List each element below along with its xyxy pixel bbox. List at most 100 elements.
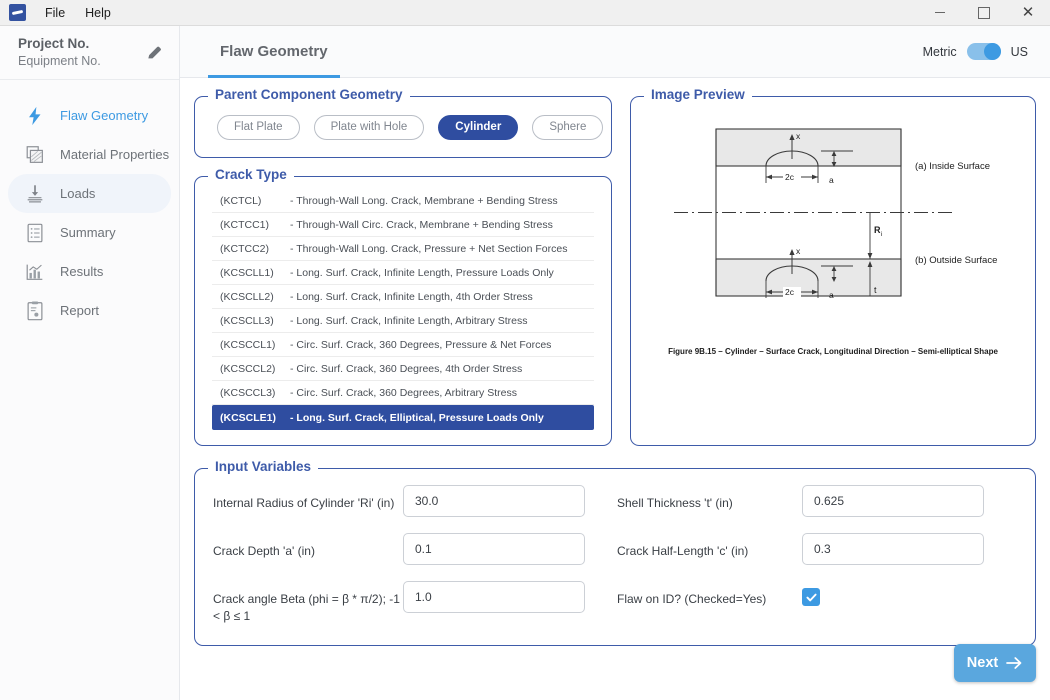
sidebar-item-label: Loads (60, 186, 95, 201)
sidebar-nav: Flaw Geometry Material Properties Loads (0, 80, 179, 330)
sidebar-item-label: Results (60, 264, 103, 279)
figure-caption: Figure 9B.15 – Cylinder – Surface Crack,… (668, 347, 998, 356)
crack-type-list[interactable]: (KCTCL) - Through-Wall Long. Crack, Memb… (195, 177, 611, 430)
sidebar-item-label: Summary (60, 225, 116, 240)
label-ri: R (874, 225, 881, 235)
checkbox-flaw-on-id[interactable] (802, 588, 820, 606)
crack-type-row-selected[interactable]: (KCSCLE1) - Long. Surf. Crack, Elliptica… (212, 405, 594, 430)
sidebar-item-report[interactable]: Report (8, 291, 171, 330)
crack-type-row[interactable]: (KCSCCL3) - Circ. Surf. Crack, 360 Degre… (212, 381, 594, 405)
sidebar-item-summary[interactable]: Summary (8, 213, 171, 252)
grid-spacer (593, 581, 617, 629)
sidebar-item-material-properties[interactable]: Material Properties (8, 135, 171, 174)
crack-code: (KCTCL) (220, 195, 290, 207)
crack-desc: - Circ. Surf. Crack, 360 Degrees, Pressu… (290, 339, 551, 351)
crack-desc: - Long. Surf. Crack, Infinite Length, Ar… (290, 315, 528, 327)
crack-code: (KCSCLL3) (220, 315, 290, 327)
input-variables-legend: Input Variables (208, 459, 318, 474)
crack-type-row[interactable]: (KCSCLL1) - Long. Surf. Crack, Infinite … (212, 261, 594, 285)
input-crack-half-length[interactable]: 0.3 (802, 533, 984, 565)
geometry-option-sphere[interactable]: Sphere (532, 115, 603, 140)
geometry-option-plate-with-hole[interactable]: Plate with Hole (314, 115, 425, 140)
crack-code: (KCSCLE1) (220, 412, 290, 424)
title-bar: File Help ✕ (0, 0, 1050, 26)
crack-type-row[interactable]: (KCTCL) - Through-Wall Long. Crack, Memb… (212, 189, 594, 213)
geometry-option-group: Flat Plate Plate with Hole Cylinder Sphe… (195, 97, 611, 157)
input-crack-depth[interactable]: 0.1 (403, 533, 585, 565)
report-clipboard-icon (24, 300, 46, 322)
lightning-bolt-icon (24, 105, 46, 127)
load-arrow-icon (24, 183, 46, 205)
sidebar-item-label: Material Properties (60, 147, 169, 162)
bar-chart-icon (24, 261, 46, 283)
project-title: Project No. (18, 36, 145, 53)
sidebar-item-loads[interactable]: Loads (8, 174, 171, 213)
crack-desc: - Circ. Surf. Crack, 360 Degrees, Arbitr… (290, 387, 517, 399)
unit-toggle-switch[interactable] (967, 43, 1001, 60)
unit-label-us: US (1011, 45, 1028, 59)
unit-system-toggle[interactable]: Metric US (923, 43, 1028, 60)
label-outside-surface: (b) Outside Surface (915, 255, 997, 266)
next-button-label: Next (967, 655, 998, 671)
crack-code: (KCTCC2) (220, 243, 290, 255)
crack-code: (KCSCCL1) (220, 339, 290, 351)
crack-type-row[interactable]: (KCTCC1) - Through-Wall Circ. Crack, Mem… (212, 213, 594, 237)
geometry-option-cylinder[interactable]: Cylinder (438, 115, 518, 140)
project-header: Project No. Equipment No. (0, 26, 179, 80)
label-a-top: a (829, 175, 834, 185)
material-sheets-icon (24, 144, 46, 166)
sidebar-item-label: Report (60, 303, 99, 318)
label-internal-radius: Internal Radius of Cylinder 'Ri' (in) (213, 485, 403, 533)
label-crack-depth: Crack Depth 'a' (in) (213, 533, 403, 581)
crack-type-legend: Crack Type (208, 167, 294, 182)
crack-desc: - Through-Wall Long. Crack, Pressure + N… (290, 243, 568, 255)
crack-code: (KCSCLL2) (220, 291, 290, 303)
close-icon[interactable]: ✕ (1006, 0, 1050, 26)
pencil-icon[interactable] (145, 43, 165, 63)
toggle-knob (984, 43, 1001, 60)
menu-file[interactable]: File (42, 4, 68, 22)
label-a-bottom: a (829, 290, 834, 300)
crack-type-row[interactable]: (KCSCLL3) - Long. Surf. Crack, Infinite … (212, 309, 594, 333)
sidebar-item-flaw-geometry[interactable]: Flaw Geometry (8, 96, 171, 135)
input-variables-panel: Input Variables Internal Radius of Cylin… (194, 468, 1036, 646)
label-2c-top: 2c (785, 172, 795, 182)
menu-help[interactable]: Help (82, 4, 114, 22)
input-shell-thickness[interactable]: 0.625 (802, 485, 984, 517)
arrow-right-icon (1006, 656, 1023, 670)
label-crack-angle-beta: Crack angle Beta (phi = β * π/2); -1 < β… (213, 581, 403, 629)
geometry-option-flat-plate[interactable]: Flat Plate (217, 115, 300, 140)
crack-type-panel: Crack Type (KCTCL) - Through-Wall Long. … (194, 176, 612, 446)
sidebar-item-results[interactable]: Results (8, 252, 171, 291)
crack-desc: - Through-Wall Circ. Crack, Membrane + B… (290, 219, 553, 231)
label-flaw-on-id: Flaw on ID? (Checked=Yes) (617, 581, 802, 629)
next-button[interactable]: Next (954, 644, 1036, 682)
crack-type-row[interactable]: (KCSCCL1) - Circ. Surf. Crack, 360 Degre… (212, 333, 594, 357)
preview-figure: x a 2c (631, 97, 1035, 445)
crack-type-row[interactable]: (KCTCC2) - Through-Wall Long. Crack, Pre… (212, 237, 594, 261)
grid-spacer (593, 485, 617, 533)
crack-desc: - Circ. Surf. Crack, 360 Degrees, 4th Or… (290, 363, 522, 375)
tab-flaw-geometry[interactable]: Flaw Geometry (208, 26, 340, 78)
crack-code: (KCSCCL3) (220, 387, 290, 399)
input-crack-angle-beta[interactable]: 1.0 (403, 581, 585, 613)
unit-label-metric: Metric (923, 45, 957, 59)
label-ri-subscript: i (881, 231, 882, 238)
input-variables-grid: Internal Radius of Cylinder 'Ri' (in) 30… (195, 469, 1035, 629)
label-2c-bottom: 2c (785, 287, 795, 297)
crack-code: (KCSCCL2) (220, 363, 290, 375)
equipment-subtitle: Equipment No. (18, 53, 145, 69)
minimize-button[interactable] (918, 0, 962, 26)
check-icon (805, 591, 818, 604)
crack-type-row[interactable]: (KCSCLL2) - Long. Surf. Crack, Infinite … (212, 285, 594, 309)
app-logo-icon (9, 4, 26, 21)
label-crack-half-length: Crack Half-Length 'c' (in) (617, 533, 802, 581)
crack-type-row[interactable]: (KCSCCL2) - Circ. Surf. Crack, 360 Degre… (212, 357, 594, 381)
maximize-button[interactable] (962, 0, 1006, 26)
input-internal-radius[interactable]: 30.0 (403, 485, 585, 517)
image-preview-legend: Image Preview (644, 87, 752, 102)
crack-desc: - Through-Wall Long. Crack, Membrane + B… (290, 195, 558, 207)
label-inside-surface: (a) Inside Surface (915, 161, 990, 172)
crack-code: (KCSCLL1) (220, 267, 290, 279)
